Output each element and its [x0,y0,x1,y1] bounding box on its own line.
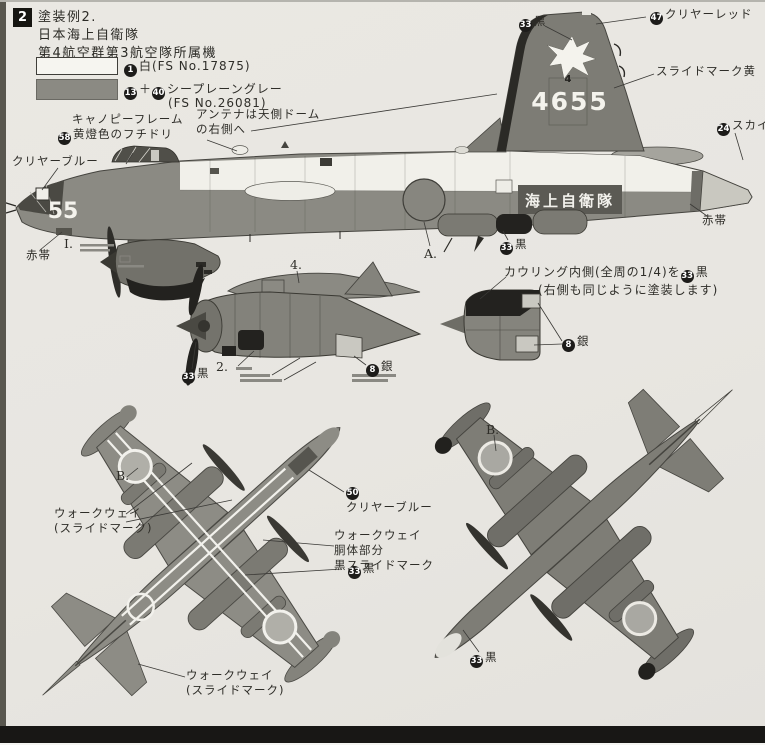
legend-swatch-white [36,57,118,75]
callout-walkway-lower: ウォークウェイ (スライドマーク) [186,668,285,697]
step-label-b-top: B. [116,468,130,483]
tail-number: 4655 [531,87,609,116]
cowling-detail-drawing [440,289,541,361]
step-label-b-bottom: B. [486,422,500,437]
callout-clear-blue: クリヤーブルー [12,154,99,168]
section-index: 2 [13,8,32,27]
callout-plan-clear-blue: 50 クリヤーブルー [346,487,433,514]
callout-red-band-left: 赤帯 [26,248,51,262]
step-label-2: 2. [216,359,228,374]
legend-sublabel-gray: (FS No.26081) [168,96,267,110]
nose-clear-blue-window [35,187,50,201]
tail-eagle-emblem [546,35,597,80]
scan-edge-bottom [0,726,765,743]
paint-num-gray-1: 13 [124,87,137,100]
step-label-4: 4. [290,257,302,272]
callout-slide-mark-yellow: スライドマーク黄 [656,64,756,78]
nacelle-detail-drawing [176,261,422,386]
callout-antenna-note: アンテナは天側ドーム の右側へ [196,107,321,136]
fuselage-band-text: 海上自衛隊 [525,192,615,210]
fuselage-hinomaru [402,178,446,222]
paint-num-gray-2: 40 [152,87,166,100]
nose-number: 55 [48,199,79,224]
side-view-drawing: 海上自衛隊 4 4655 [2,11,753,301]
scan-edge-bottom-white [0,743,765,745]
scan-edge-left [0,0,6,745]
legend-swatch-gray [36,79,118,100]
scan-edge-top [0,0,765,2]
title-line-1: 塗装例2. [38,10,97,25]
tail-badge: 4 [565,74,572,85]
callout-walkway-upper: ウォークウェイ (スライドマーク) [54,506,153,535]
callout-red-band-right: 赤帯 [702,213,727,227]
leader-lines [39,16,744,678]
paint-num-white: 1 [124,64,137,77]
title-line-2: 日本海上自衛隊 [38,28,140,43]
step-label-a: A. [424,246,438,261]
step-label-1: I. [64,236,73,251]
